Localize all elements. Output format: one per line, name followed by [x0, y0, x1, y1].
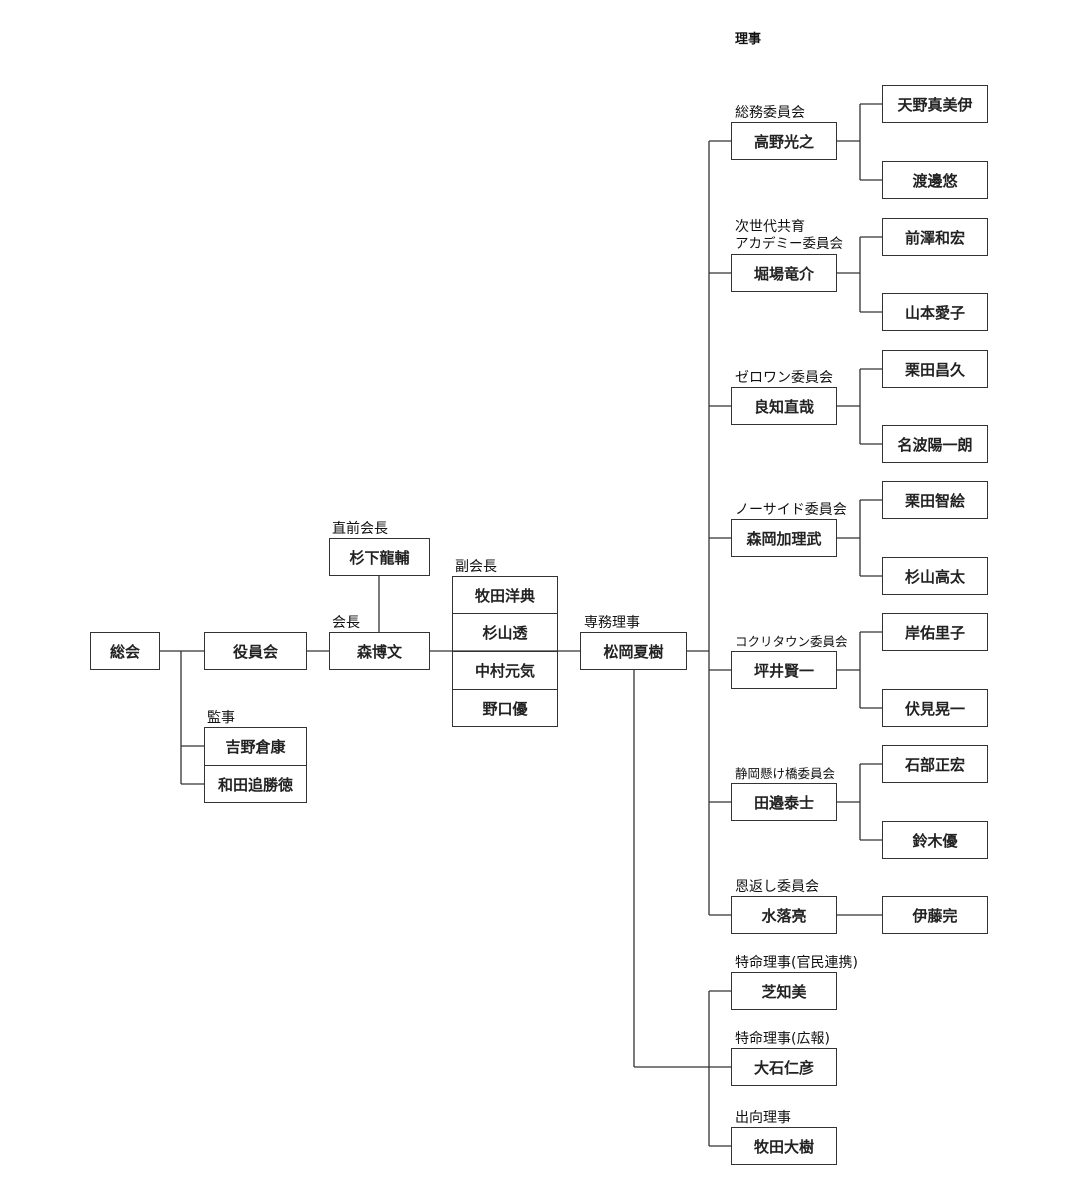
vice-president-box: 杉山透 — [452, 613, 558, 652]
committee-chair-box: 良知直哉 — [731, 387, 837, 425]
executive-director-box: 松岡夏樹 — [580, 632, 687, 670]
committee-label: 次世代共育 — [735, 219, 805, 235]
vice-president-box: 野口優 — [452, 689, 558, 727]
committee-chair-box: 坪井賢一 — [731, 651, 837, 689]
committee-member-box: 天野真美伊 — [882, 85, 988, 123]
directors-heading: 理事 — [735, 32, 762, 47]
committee-member-box: 伏見晃一 — [882, 689, 988, 727]
special-director-label: 特命理事(官民連携) — [735, 955, 858, 971]
committee-label: コクリタウン委員会 — [735, 634, 848, 649]
general-assembly-box: 総会 — [90, 632, 160, 670]
special-director-box: 芝知美 — [731, 972, 837, 1010]
committee-label: ゼロワン委員会 — [735, 370, 833, 386]
committee-member-box: 栗田昌久 — [882, 350, 988, 388]
vice-president-box: 牧田洋典 — [452, 576, 558, 614]
special-director-box: 大石仁彦 — [731, 1048, 837, 1086]
executive-director-label: 専務理事 — [584, 615, 640, 631]
vice-president-box: 中村元気 — [452, 651, 558, 690]
committee-member-box: 渡邊悠 — [882, 161, 988, 199]
committee-chair-box: 高野光之 — [731, 122, 837, 160]
committee-chair-box: 森岡加理武 — [731, 519, 837, 557]
auditor-box: 吉野倉康 — [204, 727, 307, 766]
committee-label: ノーサイド委員会 — [735, 502, 847, 518]
committee-member-box: 前澤和宏 — [882, 218, 988, 256]
auditors-label: 監事 — [207, 710, 235, 726]
auditor-box: 和田追勝徳 — [204, 765, 307, 803]
committee-member-box: 岸佑里子 — [882, 613, 988, 651]
committee-member-box: 山本愛子 — [882, 293, 988, 331]
vice-presidents-label: 副会長 — [455, 559, 497, 575]
past-president-label: 直前会長 — [332, 521, 388, 537]
committee-chair-box: 水落亮 — [731, 896, 837, 934]
special-director-label: 特命理事(広報) — [735, 1031, 830, 1047]
committee-member-box: 伊藤完 — [882, 896, 988, 934]
special-director-label: 出向理事 — [735, 1110, 791, 1126]
committee-member-box: 杉山高太 — [882, 557, 988, 595]
president-label: 会長 — [332, 615, 360, 631]
committee-label: 恩返し委員会 — [735, 879, 819, 895]
committee-label: 総務委員会 — [735, 105, 805, 121]
committee-label: 静岡懸け橋委員会 — [735, 766, 836, 781]
special-director-box: 牧田大樹 — [731, 1127, 837, 1165]
committee-member-box: 鈴木優 — [882, 821, 988, 859]
past-president-box: 杉下龍輔 — [329, 538, 430, 576]
board-box: 役員会 — [204, 632, 307, 670]
committee-member-box: 名波陽一朗 — [882, 425, 988, 463]
committee-label: アカデミー委員会 — [735, 236, 843, 252]
committee-chair-box: 田邉泰士 — [731, 783, 837, 821]
president-box: 森博文 — [329, 632, 430, 670]
committee-member-box: 石部正宏 — [882, 745, 988, 783]
committee-member-box: 栗田智絵 — [882, 481, 988, 519]
committee-chair-box: 堀場竜介 — [731, 254, 837, 292]
